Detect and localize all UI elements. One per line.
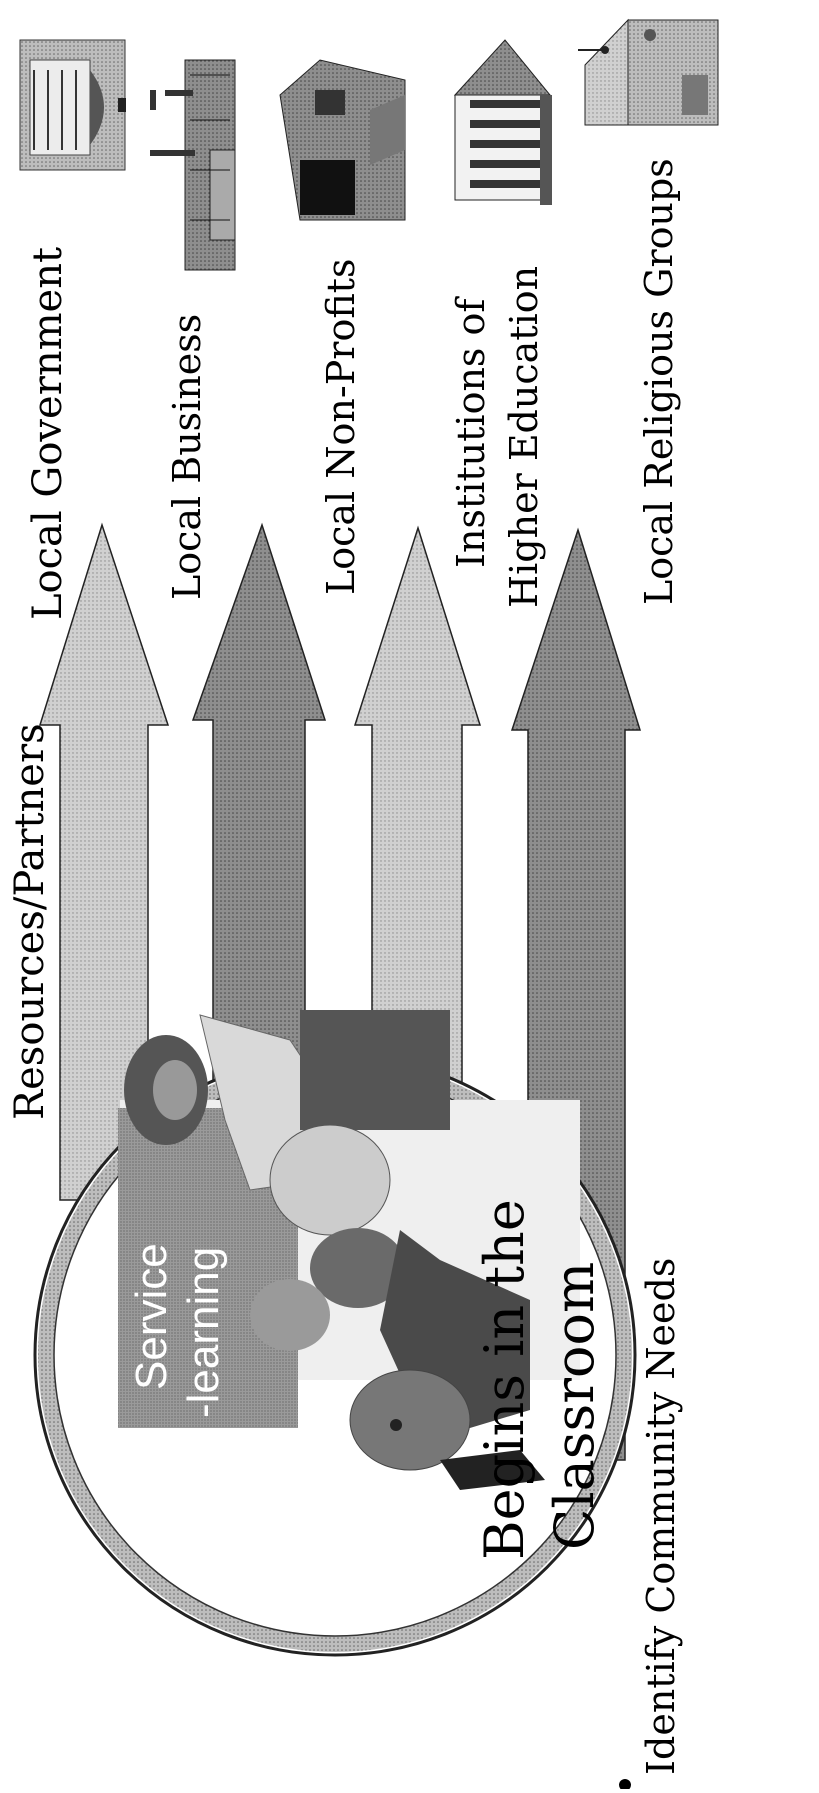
label-local-business: Local Business: [165, 313, 209, 600]
label-institutions-line1: Institutions of: [449, 298, 493, 568]
capitol-building-icon: [19, 39, 126, 171]
label-local-government: Local Government: [25, 246, 71, 620]
classroom-photo: [118, 1010, 580, 1490]
center-title-line1: Begins in the: [473, 1199, 536, 1560]
label-institutions-line2: Higher Education: [502, 265, 546, 608]
house-icon: [279, 59, 406, 221]
photo-caption-service: Service: [127, 1243, 176, 1390]
label-local-religious-groups: Local Religious Groups: [637, 158, 681, 605]
label-local-non-profits: Local Non-Profits: [319, 258, 363, 595]
center-title-line2: Classroom: [543, 1261, 606, 1550]
bullet-dot: [619, 1779, 631, 1791]
university-columns-icon: [453, 39, 552, 205]
factory-icon: [150, 59, 236, 271]
church-icon: [578, 18, 719, 126]
resources-partners-heading: Resources/Partners: [7, 723, 53, 1120]
photo-caption-learning: -learning: [179, 1246, 228, 1418]
bullet-identify-community-needs: Identify Community Needs: [639, 1257, 683, 1775]
